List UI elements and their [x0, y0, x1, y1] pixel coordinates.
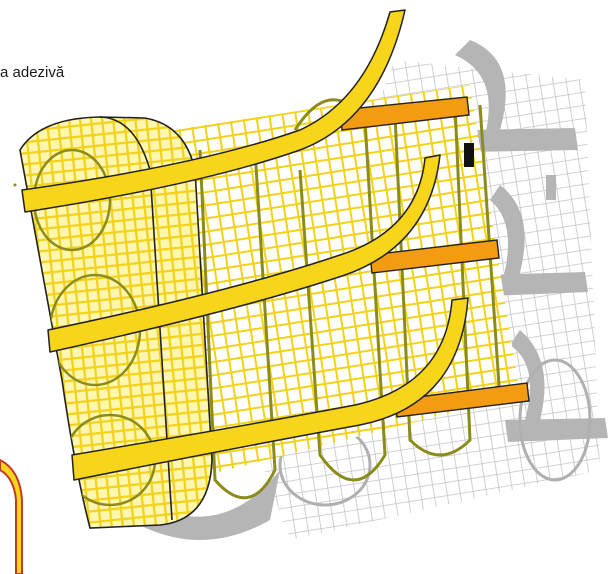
edge-detail	[0, 184, 22, 574]
connector-icon	[464, 143, 474, 167]
adhesive-tape-label: a adezivă	[0, 64, 64, 81]
